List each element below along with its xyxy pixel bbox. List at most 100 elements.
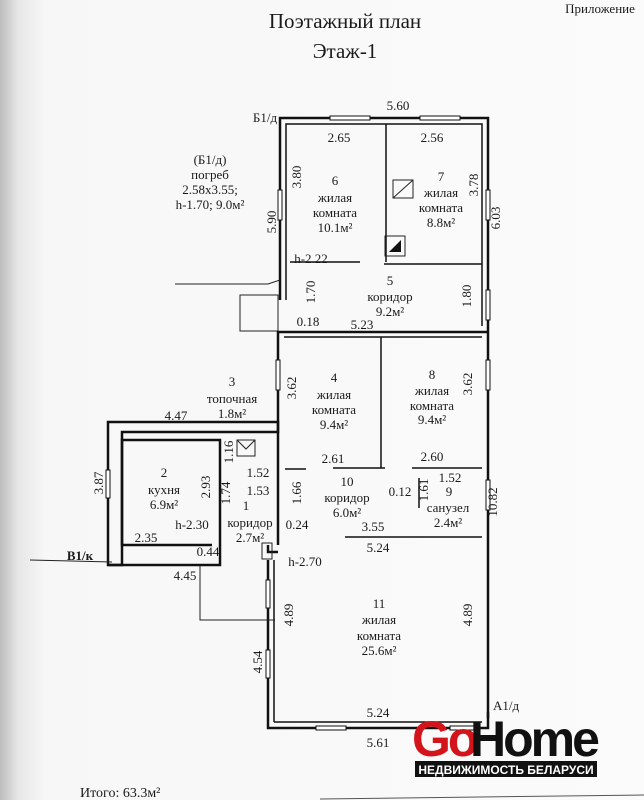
plan-label: (Б1/д) [194, 152, 227, 167]
plan-label: 2.4м² [434, 515, 462, 530]
plan-label: комната [357, 628, 401, 643]
plan-label: Go [412, 711, 477, 767]
plan-label: 5.90 [264, 211, 279, 234]
plan-label: 3 [229, 374, 236, 389]
room-5: 5 коридор 9.2м² [367, 273, 412, 319]
plan-label: 3.62 [460, 373, 475, 396]
room-2: 2 кухня 6.9м² [148, 465, 180, 512]
plan-title: Поэтажный план [269, 9, 421, 33]
plan-label: 9.2м² [376, 304, 404, 319]
plan-label: h-1.70; 9.0м² [176, 197, 245, 212]
plan-label: 1.74 [218, 481, 233, 504]
plan-label: 1.52 [247, 465, 270, 480]
plan-label: коридор [227, 515, 272, 530]
plan-label: 7 [438, 169, 445, 184]
plan-label: 0.18 [297, 314, 320, 329]
plan-label: 4.89 [460, 604, 475, 627]
room-6: 6 жилая комната 10.1м² [313, 173, 357, 235]
room-8: 8 жилая комната 9.4м² [410, 367, 454, 427]
plan-label: 2 [161, 465, 168, 480]
room-4: 4 жилая комната 9.4м² [312, 370, 356, 432]
plan-label: 1.16 [221, 440, 236, 463]
plan-label: 5.23 [351, 317, 374, 332]
plan-label: 4.47 [165, 408, 188, 423]
plan-label: комната [312, 402, 356, 417]
plan-label: 9.4м² [418, 412, 446, 427]
plan-label: 6.0м² [333, 505, 361, 520]
plan-label: кухня [148, 482, 180, 497]
plan-label: 5.61 [367, 735, 390, 750]
plan-label: 5.60 [387, 98, 410, 113]
plan-label: комната [419, 200, 463, 215]
plan-label: топочная [207, 391, 257, 406]
cellar-note: (Б1/д) погреб 2.58x3.55; h-1.70; 9.0м² [176, 152, 245, 212]
plan-label: 2.93 [198, 476, 213, 499]
floor-label: Этаж-1 [313, 39, 378, 63]
plan-label: 0.44 [197, 544, 220, 559]
plan-label: 2.61 [322, 451, 345, 466]
plan-label: 1.70 [303, 281, 318, 304]
room-3: 3 топочная 1.8м² [207, 374, 257, 421]
plan-label: 8 [429, 367, 436, 382]
plan-label: НЕДВИЖИМОСТЬ БЕЛАРУСИ [418, 763, 593, 777]
plan-label: 1.80 [459, 285, 474, 308]
plan-label: 2.60 [421, 449, 444, 464]
plan-label: 4 [331, 370, 338, 385]
gohome-logo: Go Home НЕДВИЖИМОСТЬ БЕЛАРУСИ [412, 711, 602, 777]
plan-label: 11 [373, 596, 386, 611]
plan-label: комната [410, 398, 454, 413]
plan-label: 5.24 [367, 705, 390, 720]
walls [29, 115, 491, 731]
plan-label: 4.89 [281, 604, 296, 627]
height-label: h-2.22 [294, 251, 328, 266]
footer-box-edge [319, 794, 644, 800]
height-label: h-2.70 [288, 554, 322, 569]
plan-label: коридор [324, 490, 369, 505]
plan-label: 5.24 [367, 540, 390, 555]
plan-label: 2.7м² [236, 530, 264, 545]
plan-label: 25.6м² [362, 643, 397, 658]
plan-label: санузел [427, 500, 470, 515]
plan-label: 2.56 [421, 130, 444, 145]
marker-a1d: А1/д [493, 698, 520, 713]
height-label: h-2.30 [175, 517, 209, 532]
plan-label: 1 [243, 498, 250, 513]
plan-label: 1.61 [416, 479, 431, 502]
plan-label: 3.87 [91, 471, 106, 494]
plan-label: 1.8м² [218, 406, 246, 421]
plan-label: 3.55 [362, 519, 385, 534]
plan-label: 3.80 [289, 166, 304, 189]
plan-label: 10 [341, 474, 354, 489]
plan-label: 10.1м² [318, 220, 353, 235]
plan-label: 9 [446, 484, 453, 499]
plan-label: 4.45 [174, 568, 197, 583]
plan-label: 4.54 [250, 650, 265, 673]
plan-label: 8.8м² [427, 215, 455, 230]
plan-label: 6 [332, 173, 339, 188]
plan-label: 1.53 [247, 483, 270, 498]
plan-label: 9.4м² [320, 417, 348, 432]
plan-label: 5 [387, 273, 394, 288]
plan-label: Home [470, 711, 599, 767]
dimension-labels: 5.60 2.65 2.56 3.80 3.78 5.90 6.03 1.70 … [91, 98, 503, 750]
plan-label: коридор [367, 289, 412, 304]
plan-label: 2.58x3.55; [182, 182, 238, 197]
room-1: 1 коридор 2.7м² [227, 498, 272, 545]
header-note: Приложение [565, 1, 635, 16]
marker-b1d: Б1/д [253, 110, 278, 125]
plan-label: 3.62 [284, 377, 299, 400]
room-11: 11 жилая комната 25.6м² [357, 596, 401, 658]
plan-label: жилая [316, 387, 351, 402]
room-7: 7 жилая комната 8.8м² [419, 169, 463, 230]
plan-label: жилая [361, 612, 396, 627]
marker-v1k: В1/к [67, 548, 94, 563]
plan-label: 0.12 [389, 484, 412, 499]
plan-label: жилая [317, 190, 352, 205]
plan-label: 2.35 [135, 530, 158, 545]
plan-label: 6.9м² [150, 497, 178, 512]
plan-label: жилая [414, 383, 449, 398]
plan-label: 3.78 [466, 174, 481, 197]
room-10: 10 коридор 6.0м² [324, 474, 369, 520]
